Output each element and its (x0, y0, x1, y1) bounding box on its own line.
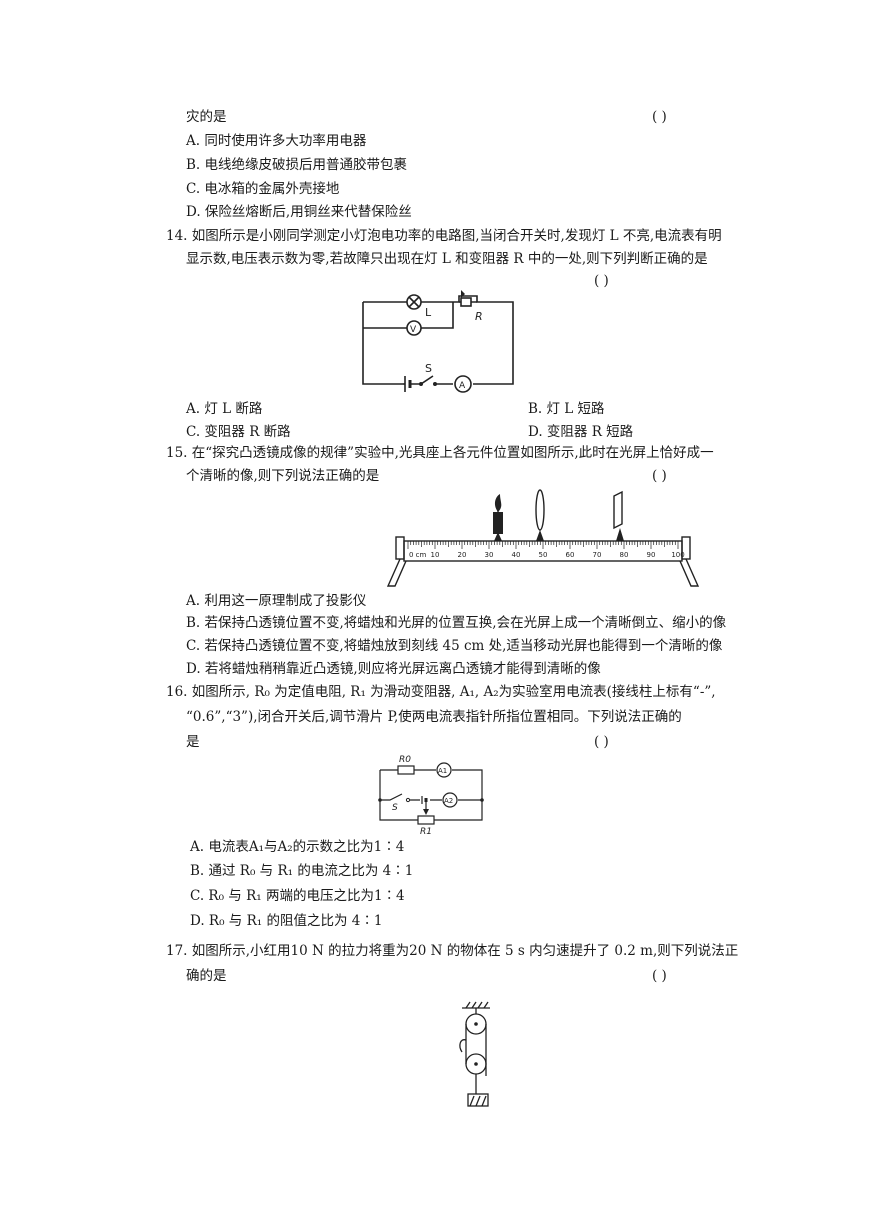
q15-option-b: B. 若保持凸透镜位置不变,将蜡烛和光屏的位置互换,会在光屏上成一个清晰倒立、缩… (186, 615, 727, 631)
ruler-tick-label: 10 (431, 551, 440, 559)
ruler-tick-label: 80 (620, 551, 629, 559)
q16-stem-line2: “0.6”,“3”),闭合开关后,调节滑片 P,使两电流表指针所指位置相同。下列… (186, 709, 682, 725)
ruler-tick-label: 0 cm (409, 551, 427, 559)
q13-option-b: B. 电线绝缘皮破损后用普通胶带包裹 (186, 157, 408, 173)
ruler-tick-label: 30 (485, 551, 494, 559)
q15-optical-bench-diagram: 0 cm 10 20 30 40 50 60 70 80 90 100 (386, 489, 700, 587)
q14-label-r: R (475, 310, 483, 323)
q14-ammeter-symbol: A (459, 381, 466, 391)
q13-stem-tail: 灾的是 (186, 109, 227, 125)
q16-option-b: B. 通过 R₀ 与 R₁ 的电流之比为 4∶1 (190, 863, 414, 879)
q16-label-r0: R0 (399, 755, 411, 765)
q15-answer-paren: ( ) (652, 468, 667, 484)
q13-option-c: C. 电冰箱的金属外壳接地 (186, 181, 340, 197)
q17-answer-paren: ( ) (652, 968, 667, 984)
q15-option-a: A. 利用这一原理制成了投影仪 (186, 593, 367, 609)
ruler-tick-label: 100 (671, 551, 684, 559)
ruler-tick-label: 70 (593, 551, 602, 559)
q16-answer-paren: ( ) (594, 734, 609, 750)
q17-stem-line2: 确的是 (186, 968, 227, 984)
q15-option-d: D. 若将蜡烛稍稍靠近凸透镜,则应将光屏远离凸透镜才能得到清晰的像 (186, 661, 601, 677)
q16-label-s: S (392, 803, 398, 813)
q14-answer-paren: ( ) (594, 273, 609, 289)
q14-option-d: D. 变阻器 R 短路 (528, 424, 634, 440)
q16-stem-line3: 是 (186, 734, 200, 750)
q14-option-b: B. 灯 L 短路 (528, 401, 605, 417)
q16-ammeter-a1-symbol: A1 (438, 767, 447, 775)
q16-option-d: D. R₀ 与 R₁ 的阻值之比为 4∶1 (190, 913, 383, 929)
q14-option-a: A. 灯 L 断路 (186, 401, 263, 417)
ruler-tick-label: 60 (566, 551, 575, 559)
q16-ammeter-a2-symbol: A2 (444, 797, 453, 805)
q13-option-d: D. 保险丝熔断后,用铜丝来代替保险丝 (186, 204, 412, 220)
q13-answer-paren: ( ) (652, 109, 667, 125)
q13-option-a: A. 同时使用许多大功率用电器 (186, 133, 367, 149)
q16-stem-line1: 16. 如图所示, R₀ 为定值电阻, R₁ 为滑动变阻器, A₁, A₂为实验… (166, 684, 716, 700)
ruler-tick-label: 50 (539, 551, 548, 559)
q14-stem-line2: 显示数,电压表示数为零,若故障只出现在灯 L 和变阻器 R 中的一处,则下列判断… (186, 251, 708, 267)
q17-pulley-diagram (459, 1001, 490, 1107)
q14-stem-line1: 14. 如图所示是小刚同学测定小灯泡电功率的电路图,当闭合开关时,发现灯 L 不… (166, 228, 722, 244)
ruler-tick-label: 40 (512, 551, 521, 559)
q15-stem-line1: 15. 在“探究凸透镜成像的规律”实验中,光具座上各元件位置如图所示,此时在光屏… (166, 445, 714, 461)
q15-option-c: C. 若保持凸透镜位置不变,将蜡烛放到刻线 45 cm 处,适当移动光屏也能得到… (186, 638, 723, 654)
q17-stem-line1: 17. 如图所示,小红用10 N 的拉力将重为20 N 的物体在 5 s 内匀速… (166, 943, 739, 959)
q15-stem-line2: 个清晰的像,则下列说法正确的是 (186, 468, 380, 484)
q16-circuit-diagram: R0 R1 S A1 A2 (378, 755, 484, 837)
q14-voltmeter-symbol: V (410, 325, 417, 335)
ruler-tick-label: 90 (647, 551, 656, 559)
q14-label-l: L (425, 306, 432, 319)
q16-option-a: A. 电流表A₁与A₂的示数之比为1∶4 (190, 839, 405, 855)
q14-option-c: C. 变阻器 R 断路 (186, 424, 291, 440)
ruler-tick-label: 20 (458, 551, 467, 559)
q16-option-c: C. R₀ 与 R₁ 两端的电压之比为1∶4 (190, 888, 405, 904)
q14-label-s: S (425, 362, 432, 375)
q14-circuit-diagram: L R S V A (362, 290, 514, 393)
q16-label-r1: R1 (420, 827, 432, 837)
